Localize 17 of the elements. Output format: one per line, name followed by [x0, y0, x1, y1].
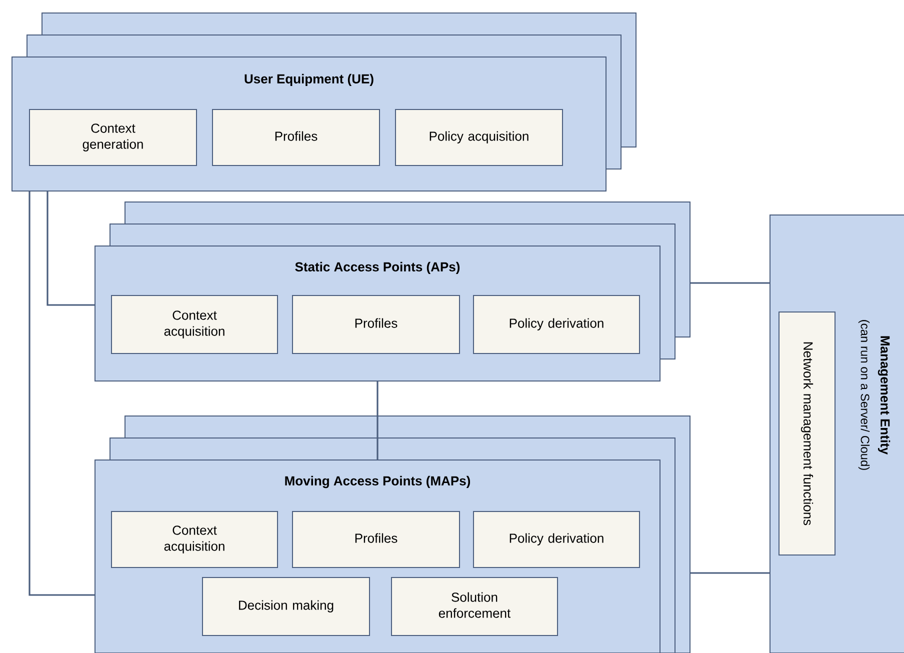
function-box: Policy derivation: [473, 511, 640, 568]
function-box: Profiles: [292, 295, 460, 354]
function-box: Profiles: [212, 109, 380, 166]
connector-line: [690, 572, 770, 574]
connector-line: [690, 282, 770, 284]
connector-line: [376, 382, 378, 460]
function-box: Context acquisition: [111, 511, 278, 568]
function-box: Solution enforcement: [391, 577, 558, 636]
function-box: Context acquisition: [111, 295, 278, 354]
function-box: Network management functions: [778, 312, 836, 556]
function-box: Policy derivation: [473, 295, 640, 354]
connector-line: [46, 192, 94, 306]
function-box: Profiles: [292, 511, 460, 568]
function-box: Policy acquisition: [395, 109, 563, 166]
function-box: Context generation: [29, 109, 197, 166]
connector-line: [28, 192, 94, 596]
function-box: Decision making: [202, 577, 370, 636]
